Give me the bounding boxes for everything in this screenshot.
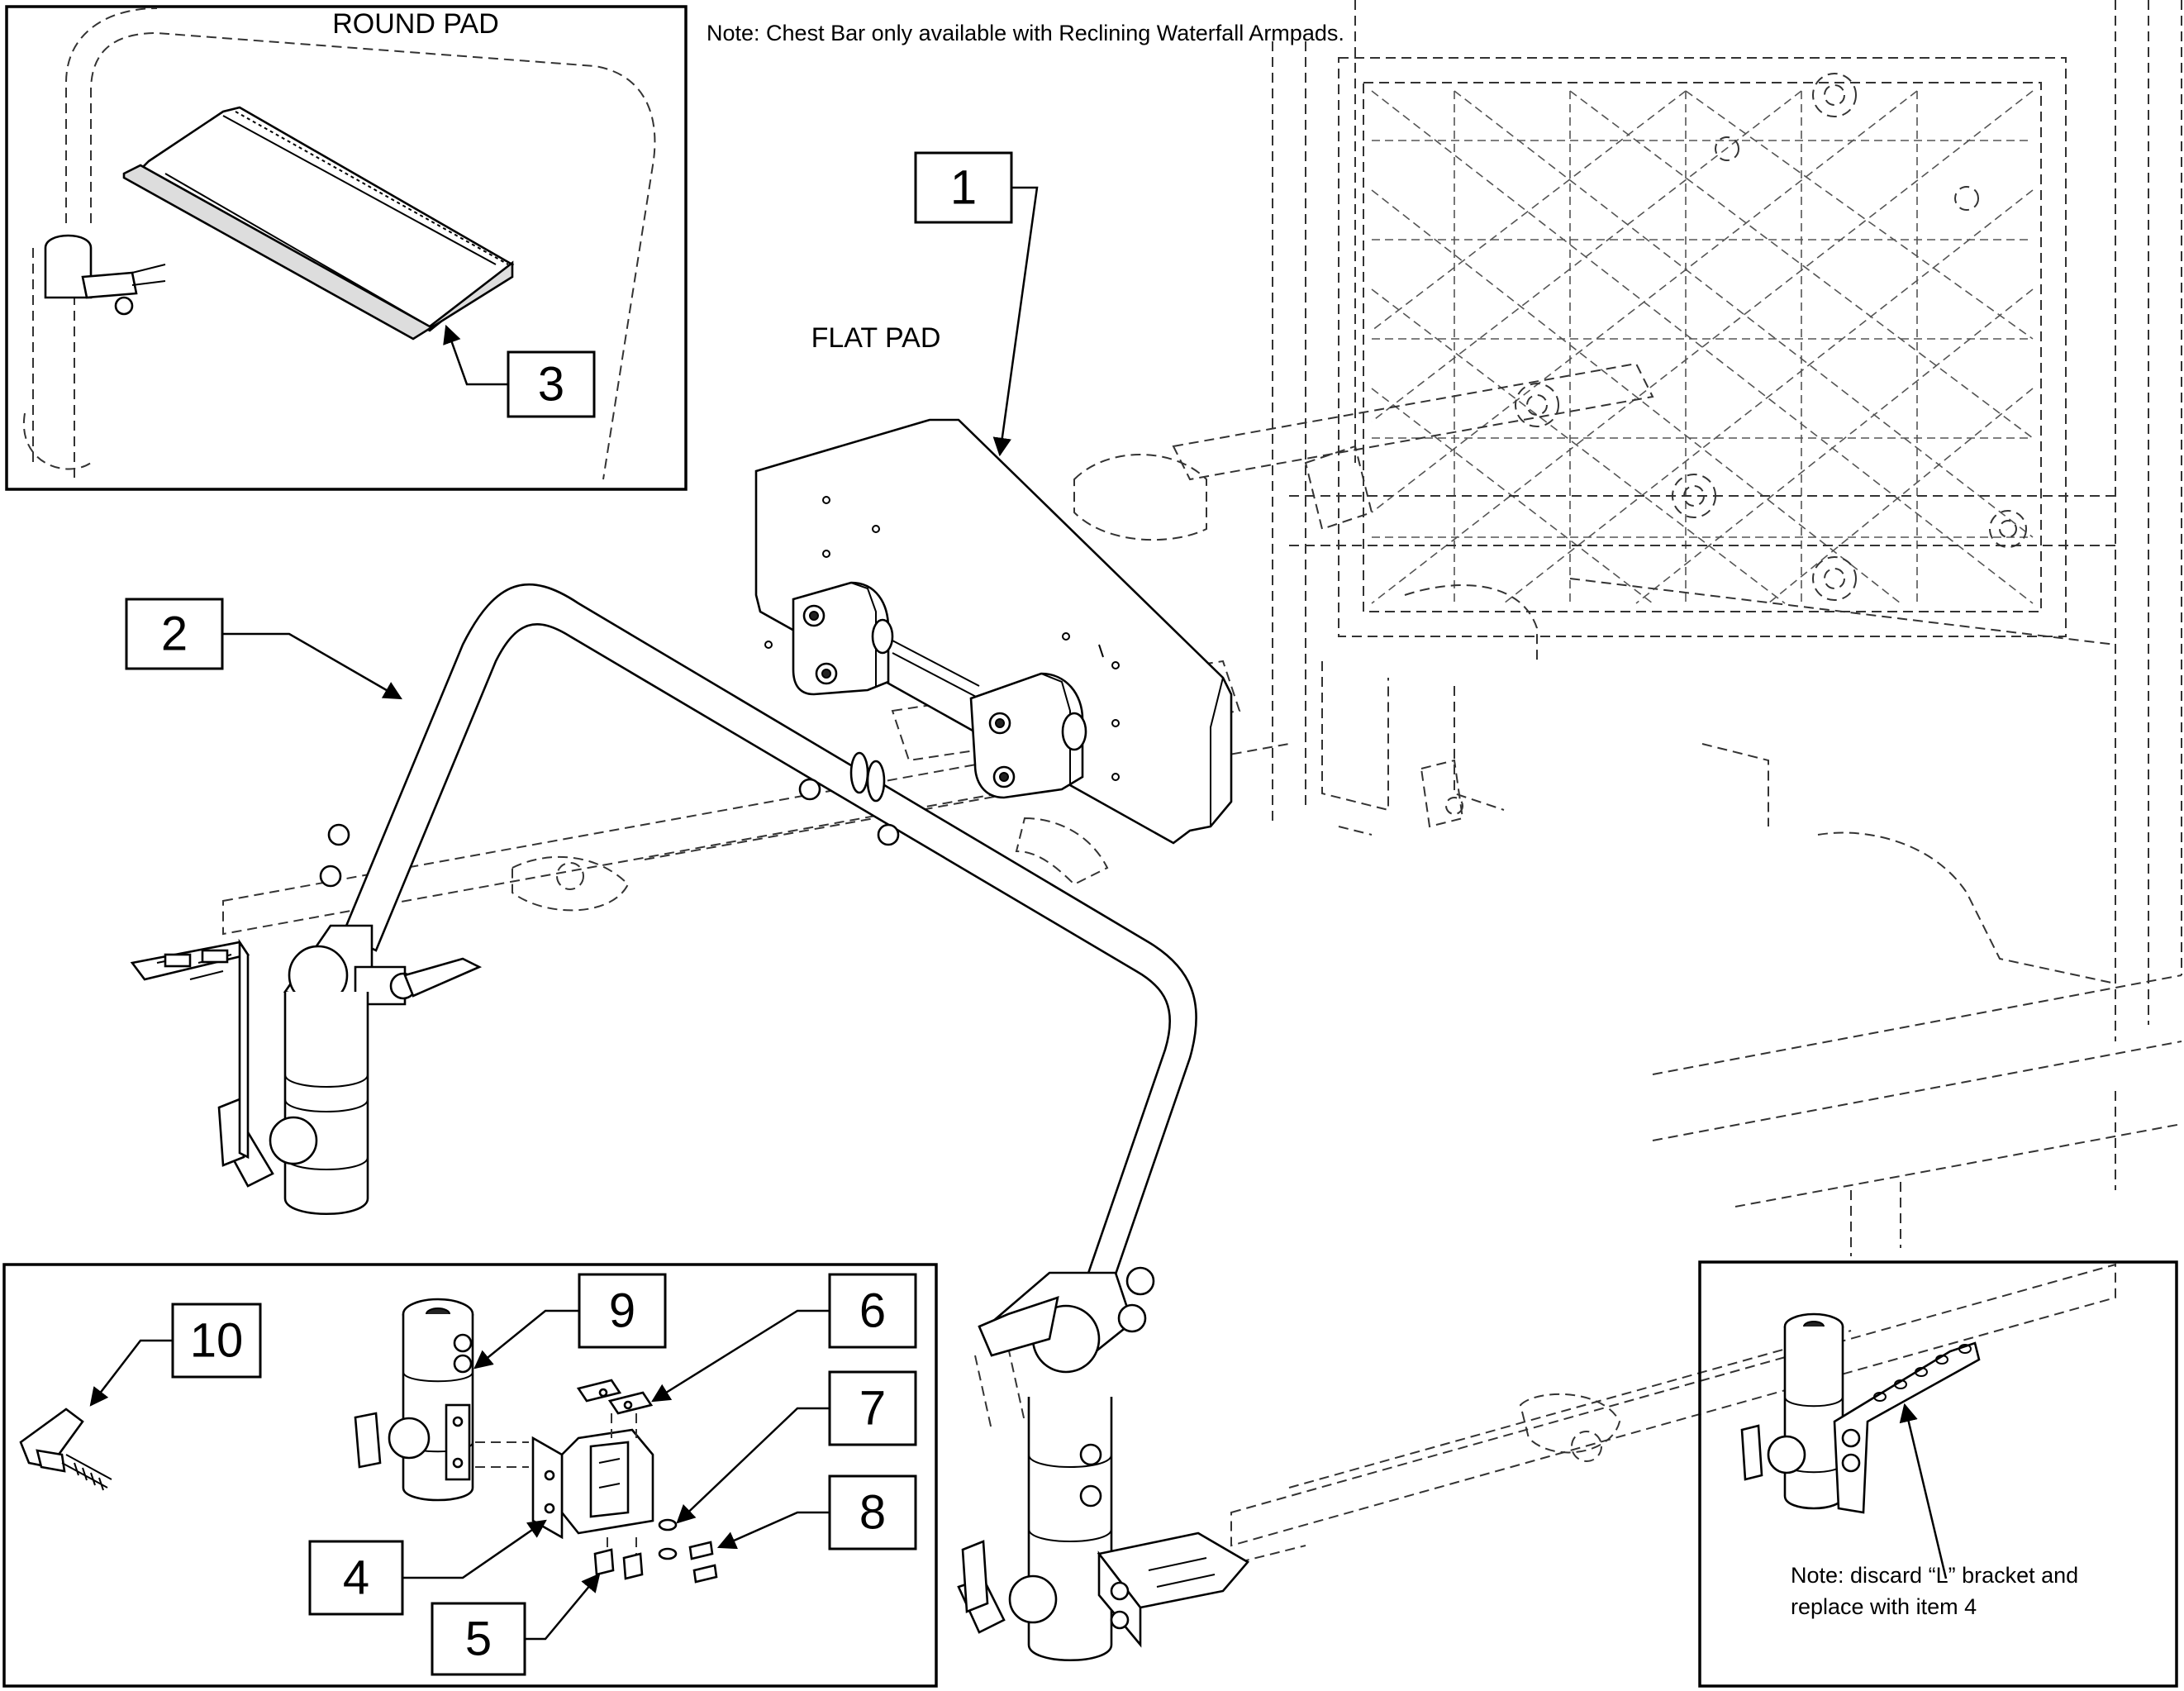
- callout-box-4: [308, 1540, 404, 1616]
- round-pad-label: ROUND PAD: [332, 8, 499, 40]
- receiver-part: [354, 1298, 474, 1502]
- flat-pad-label: FLAT PAD: [811, 322, 941, 354]
- callout-box-6: [828, 1273, 917, 1349]
- hardware-exploded-inset: 10 9 6 7 8 4 5: [2, 1263, 938, 1688]
- callout-box-2: [125, 598, 224, 670]
- chest-bar-part: [319, 583, 1197, 1324]
- lever-knob-part: [19, 1408, 112, 1491]
- callout-box-9: [578, 1273, 667, 1349]
- callout-9: 9: [609, 1284, 635, 1338]
- l-bracket-part: [531, 1428, 654, 1540]
- replacement-note-inset: Note: discard “L” bracket and replace wi…: [1698, 1260, 2178, 1688]
- callout-10: 10: [190, 1314, 244, 1368]
- top-note: Note: Chest Bar only available with Recl…: [707, 21, 1344, 45]
- right-receiver-assembly: [957, 1266, 1250, 1661]
- callout-3: 3: [538, 358, 564, 412]
- callout-8: 8: [859, 1486, 886, 1540]
- replacement-note-line2: replace with item 4: [1791, 1594, 1977, 1619]
- callout-7: 7: [859, 1382, 886, 1436]
- left-receiver-assembly: [130, 924, 483, 1215]
- callout-box-3: [507, 350, 596, 418]
- round-pad-part: [122, 106, 515, 341]
- replacement-note-line1: Note: discard “L” bracket and: [1791, 1563, 2078, 1588]
- callout-6: 6: [859, 1284, 886, 1338]
- callout-4: 4: [343, 1551, 369, 1605]
- receiver-with-bracket-part: [1740, 1312, 1981, 1514]
- callout-box-1: [914, 151, 1013, 224]
- round-pad-inset: ROUND PAD 3: [5, 5, 688, 491]
- callout-box-10: [171, 1303, 262, 1379]
- callout-1: 1: [950, 161, 977, 215]
- callout-2: 2: [161, 607, 188, 661]
- callout-5: 5: [465, 1612, 492, 1666]
- flat-pad-part: [754, 418, 1233, 845]
- callout-box-8: [828, 1474, 917, 1550]
